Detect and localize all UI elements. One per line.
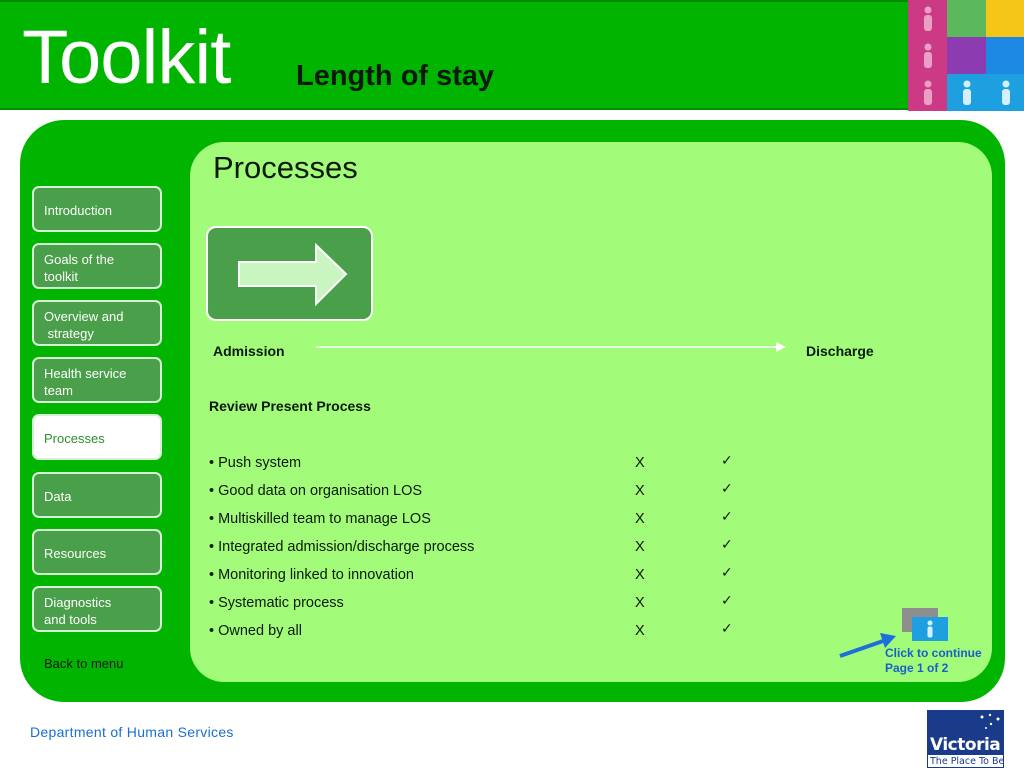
logo-band: [928, 711, 1003, 755]
flow-arrow-line: [316, 342, 786, 352]
tile-person-icon: [908, 74, 947, 111]
back-to-menu-link[interactable]: Back to menu: [44, 656, 124, 671]
page-subtitle: Length of stay: [296, 60, 495, 92]
checkmark-icon: ✓: [721, 621, 733, 637]
checkmark-icon: ✓: [721, 509, 733, 525]
x-mark: X: [635, 511, 645, 527]
continue-label: Click to continue: [885, 646, 982, 660]
x-mark: X: [635, 455, 645, 471]
process-label: • Multiskilled team to manage LOS: [209, 511, 431, 527]
sidebar-item-introduction[interactable]: Introduction: [32, 186, 162, 232]
tile-blue: [986, 37, 1024, 74]
southern-cross-stars-icon: [980, 713, 1000, 729]
forward-arrow-icon: [206, 226, 373, 321]
sidebar-item-data[interactable]: Data: [32, 472, 162, 518]
sidebar-item-diagnostics[interactable]: Diagnostics and tools: [32, 586, 162, 632]
checkmark-icon: ✓: [721, 453, 733, 469]
checkmark-icon: ✓: [721, 593, 733, 609]
sidebar-item-label: Health service team: [44, 366, 127, 398]
sidebar-item-label: Overview and strategy: [44, 309, 124, 341]
process-label: • Monitoring linked to innovation: [209, 567, 414, 583]
app-title: Toolkit: [22, 15, 231, 100]
process-row: • Integrated admission/discharge process…: [209, 537, 749, 559]
process-row: • Push system X ✓: [209, 453, 749, 475]
process-row: • Monitoring linked to innovation X ✓: [209, 565, 749, 587]
section-title: Processes: [213, 150, 358, 185]
logo-tagline: The Place To Be: [930, 756, 1004, 767]
process-row: • Multiskilled team to manage LOS X ✓: [209, 509, 749, 531]
flow-end-label: Discharge: [806, 343, 874, 359]
sidebar-item-label: Diagnostics and tools: [44, 595, 112, 627]
checkmark-icon: ✓: [721, 565, 733, 581]
tile-person-icon: [908, 37, 947, 74]
people-mosaic-logo: [908, 0, 1024, 111]
continue-button[interactable]: [902, 608, 948, 644]
tile-purple: [947, 37, 986, 74]
process-row: • Systematic process X ✓: [209, 593, 749, 615]
x-mark: X: [635, 539, 645, 555]
process-row: • Good data on organisation LOS X ✓: [209, 481, 749, 503]
sidebar-item-label: Introduction: [44, 203, 112, 218]
sidebar-item-resources[interactable]: Resources: [32, 529, 162, 575]
sidebar-item-label: Processes: [44, 431, 105, 446]
header-bar: Toolkit Length of stay: [0, 0, 1024, 110]
x-mark: X: [635, 623, 645, 639]
logo-name: Victoria: [930, 735, 1001, 755]
process-label: • Owned by all: [209, 623, 302, 639]
department-name: Department of Human Services: [30, 724, 234, 740]
sidebar-item-health-service-team[interactable]: Health service team: [32, 357, 162, 403]
page-indicator: Page 1 of 2: [885, 661, 949, 675]
checkmark-icon: ✓: [721, 481, 733, 497]
x-mark: X: [635, 483, 645, 499]
sidebar-item-overview[interactable]: Overview and strategy: [32, 300, 162, 346]
pointer-arrow-icon: [839, 633, 896, 658]
tile-yellow: [986, 0, 1024, 37]
x-mark: X: [635, 595, 645, 611]
tile-green: [947, 0, 986, 37]
process-row: • Owned by all X ✓: [209, 621, 749, 643]
process-label: • Integrated admission/discharge process: [209, 539, 475, 555]
sidebar-item-label: Data: [44, 489, 72, 504]
process-label: • Push system: [209, 455, 302, 471]
x-mark: X: [635, 567, 645, 583]
sidebar-item-goals[interactable]: Goals of the toolkit: [32, 243, 162, 289]
checkmark-icon: ✓: [721, 537, 733, 553]
flow-start-label: Admission: [213, 343, 285, 359]
continue-link[interactable]: Click to continue Page 1 of 2: [885, 646, 982, 676]
process-label: • Good data on organisation LOS: [209, 483, 423, 499]
process-label: • Systematic process: [209, 595, 344, 611]
tile-person-icon: [986, 74, 1024, 111]
continue-person-icon: [902, 608, 948, 641]
sidebar-item-label: Resources: [44, 546, 107, 561]
tile-person-icon: [908, 0, 947, 37]
sidebar-item-label: Goals of the toolkit: [44, 252, 115, 284]
victoria-logo: Victoria The Place To Be: [927, 710, 1004, 768]
sidebar-item-processes[interactable]: Processes: [32, 414, 162, 460]
review-heading: Review Present Process: [209, 398, 371, 414]
tile-person-icon: [947, 74, 986, 111]
